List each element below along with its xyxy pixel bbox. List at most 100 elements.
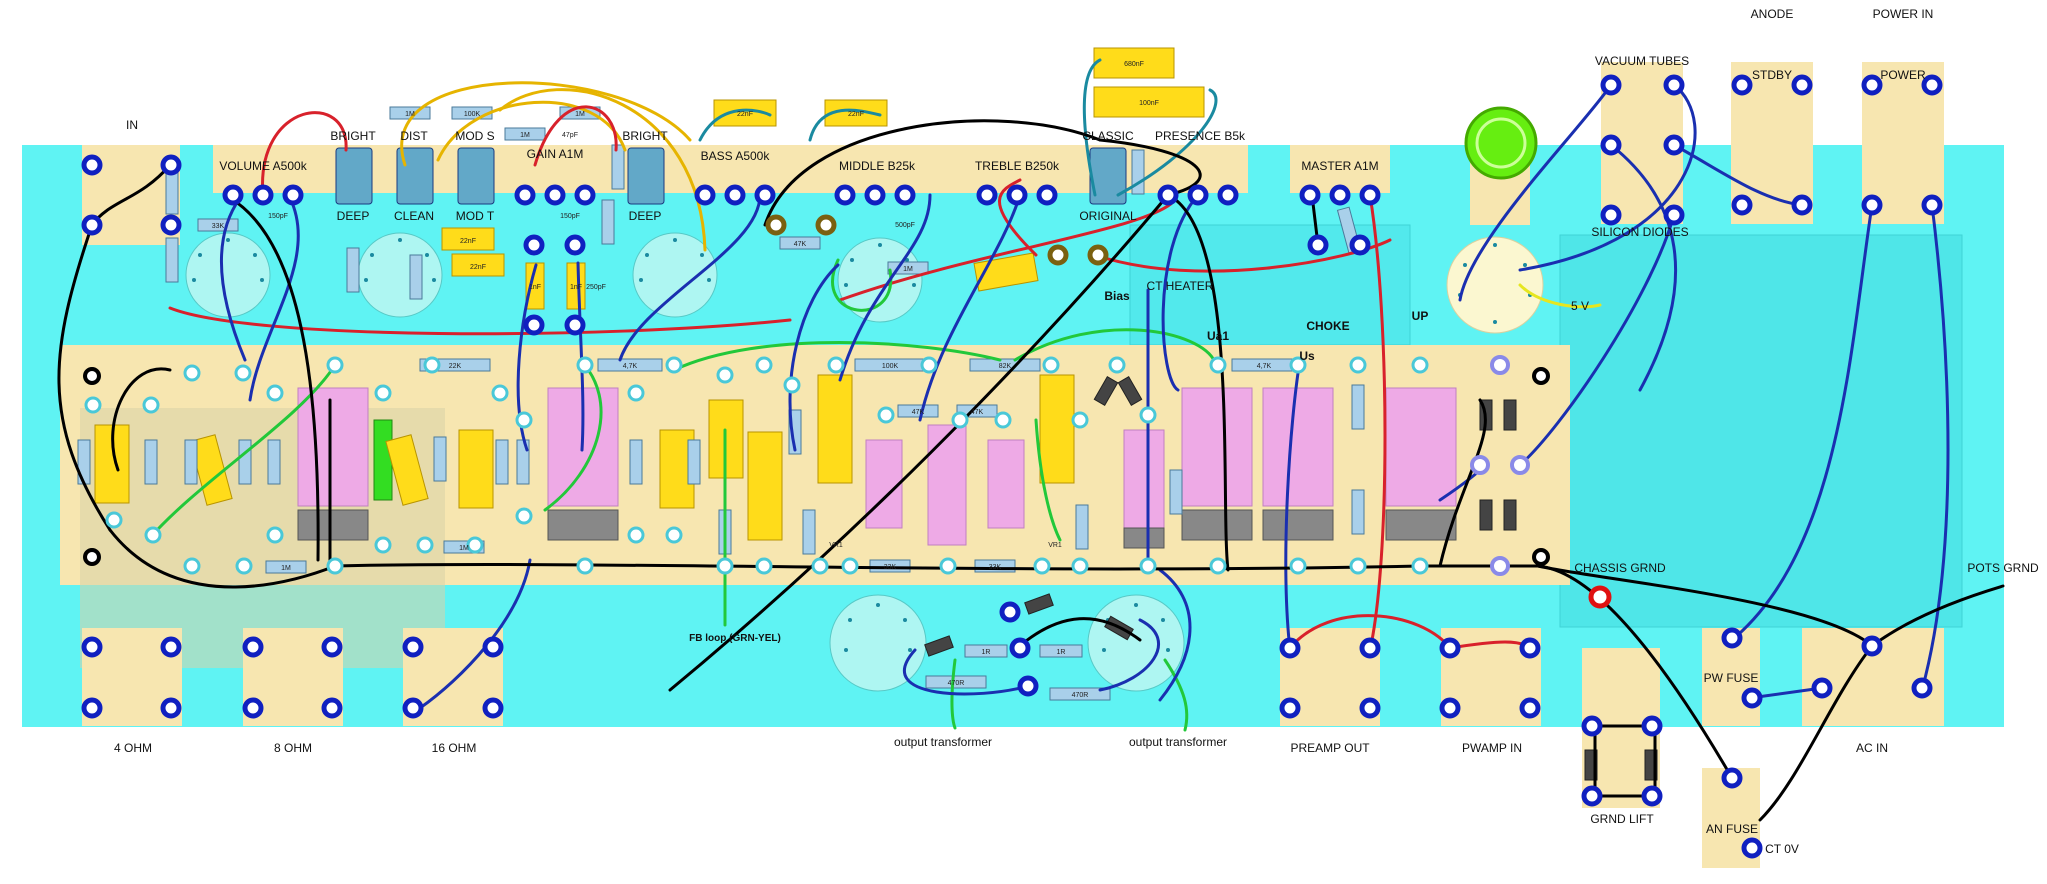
- tube-socket-power-1: [829, 594, 927, 692]
- label-middle: MIDDLE B25k: [839, 159, 916, 173]
- wire-green-2: [543, 358, 603, 512]
- label-4-ohm: 4 OHM: [114, 741, 152, 755]
- res-v-1m: [165, 169, 179, 215]
- component-labels: 680nF 100nF 22nF 22nF 22nF 22nF 150pF 15…: [212, 61, 1272, 699]
- label-pwamp-in: PWAMP IN: [1462, 741, 1522, 755]
- wire-black-9: [1870, 584, 2005, 648]
- res-v-220k-g: [601, 199, 615, 245]
- wire-blue-1: [1458, 83, 1613, 302]
- label-up: UP: [1412, 309, 1429, 323]
- cap-pink-3-base: [1181, 509, 1253, 541]
- res-470r-b-label: 470R: [1072, 692, 1089, 699]
- res-100k-a-label: 100K: [464, 111, 481, 118]
- wire-teal-3: [698, 108, 772, 142]
- res-v-2-7k-b: [433, 436, 447, 482]
- cap-pink-3: [1181, 387, 1253, 507]
- cap-22nf-b: [451, 253, 505, 277]
- cap-100nf-b: [817, 374, 853, 484]
- label-mods: MOD S: [455, 129, 494, 143]
- res-1m-f-label: 1M: [459, 545, 469, 552]
- res-v-220k-e: [1075, 504, 1089, 550]
- power-led-ring: [1475, 117, 1527, 169]
- wire-red-9: [998, 178, 1038, 257]
- res-v-220k-b: [238, 439, 252, 485]
- diode-bias-1: [1093, 376, 1119, 406]
- res-v-100k-f: [1351, 489, 1365, 535]
- turrets-purple: [1470, 355, 1530, 576]
- label-vacuum-tubes: VACUUM TUBES: [1595, 54, 1689, 68]
- label-us: Us: [1299, 349, 1315, 363]
- wire-blue-9: [1284, 358, 1302, 652]
- label-pots-grnd: POTS GRND: [1967, 561, 2039, 575]
- wire-black-8: [1536, 564, 1874, 648]
- diode-2: [1503, 399, 1517, 431]
- res-v-8k: [495, 439, 509, 485]
- wire-green-1: [146, 363, 337, 542]
- cap-pink-1: [297, 387, 369, 507]
- wire-black-19: [1593, 724, 1657, 798]
- diode-3: [1479, 499, 1493, 531]
- wire-blue-13: [1098, 618, 1160, 692]
- label-classic: CLASSIC: [1082, 129, 1134, 143]
- switch-bright-deep-1: [335, 147, 373, 205]
- wire-red-2: [533, 105, 618, 167]
- label-stdby: STDBY: [1752, 68, 1792, 82]
- res-v-33k-b: [346, 247, 360, 293]
- wire-green-4: [1013, 328, 1217, 364]
- cap-10uf-a: [865, 439, 903, 529]
- cap-10uf-c: [987, 439, 1025, 529]
- label-ct-0v: CT 0V: [1765, 842, 1799, 856]
- cap-22uf-b: [385, 434, 429, 506]
- wire-green-3: [672, 341, 1002, 372]
- cap-1nf-a-label: 1nF: [529, 284, 541, 291]
- cap-pink-4-base: [1262, 509, 1334, 541]
- label-dist: DIST: [400, 129, 428, 143]
- wire-black-10: [1758, 644, 1874, 822]
- wire-red-4: [838, 198, 1177, 302]
- res-82k-label: 82K: [999, 363, 1012, 370]
- res-v-100k-c: [629, 439, 643, 485]
- cap-pink-4: [1262, 387, 1334, 507]
- label-bass: BASS A500k: [701, 149, 771, 163]
- res-v-220k-c: [409, 254, 423, 300]
- wire-yellow-1: [400, 81, 692, 167]
- cap-100uf: [1123, 429, 1165, 529]
- res-1m-a-label: 1M: [405, 111, 415, 118]
- wire-blue-2: [1518, 83, 1697, 272]
- res-v-2-7k: [267, 439, 281, 485]
- brown-turrets: [765, 214, 1109, 266]
- label-presence: PRESENCE B5k: [1155, 129, 1246, 143]
- cap-680nf-top-label: 680nF: [1124, 61, 1144, 68]
- cap-green: [373, 419, 393, 501]
- pot-panel-1: [213, 145, 1248, 193]
- wire-blue-11: [1161, 193, 1200, 392]
- tube-socket-v3: [632, 232, 718, 318]
- res-1r-b: [1039, 644, 1083, 658]
- label-8-ohm: 8 OHM: [274, 741, 312, 755]
- label-output-transformer-2: output transformer: [1129, 735, 1227, 749]
- res-1m-d-label: 1M: [903, 266, 913, 273]
- wire-blue-16: [516, 263, 538, 452]
- cap-22nf-b-label: 22nF: [470, 264, 486, 271]
- rectifier-socket: [1446, 236, 1544, 334]
- cap-22nf-a-label: 22nF: [460, 238, 476, 245]
- panel-labels: IN VOLUME A500k BRIGHT DIST MOD S GAIN A…: [114, 7, 2039, 856]
- label-16-ohm: 16 OHM: [432, 741, 477, 755]
- res-1r-b-label: 1R: [1057, 649, 1066, 656]
- wire-black-3: [108, 528, 337, 589]
- cap-1nf-b-label: 1nF: [570, 284, 582, 291]
- res-47k-b-label: 47K: [912, 409, 925, 416]
- label-ac-in: AC IN: [1856, 741, 1888, 755]
- wire-green-9: [831, 258, 893, 312]
- label-clean: CLEAN: [394, 209, 434, 223]
- chassis-ground-point: [1588, 585, 1612, 609]
- label-in: IN: [126, 118, 138, 132]
- switch-dist-clean: [396, 147, 434, 205]
- cap-100nf-c: [1039, 374, 1075, 484]
- cap-22uf-a: [189, 434, 233, 506]
- turrets: [84, 356, 1429, 575]
- wire-teal-2: [1116, 88, 1218, 197]
- vr1-label: VR1: [829, 542, 843, 549]
- res-47k-b: [897, 404, 939, 418]
